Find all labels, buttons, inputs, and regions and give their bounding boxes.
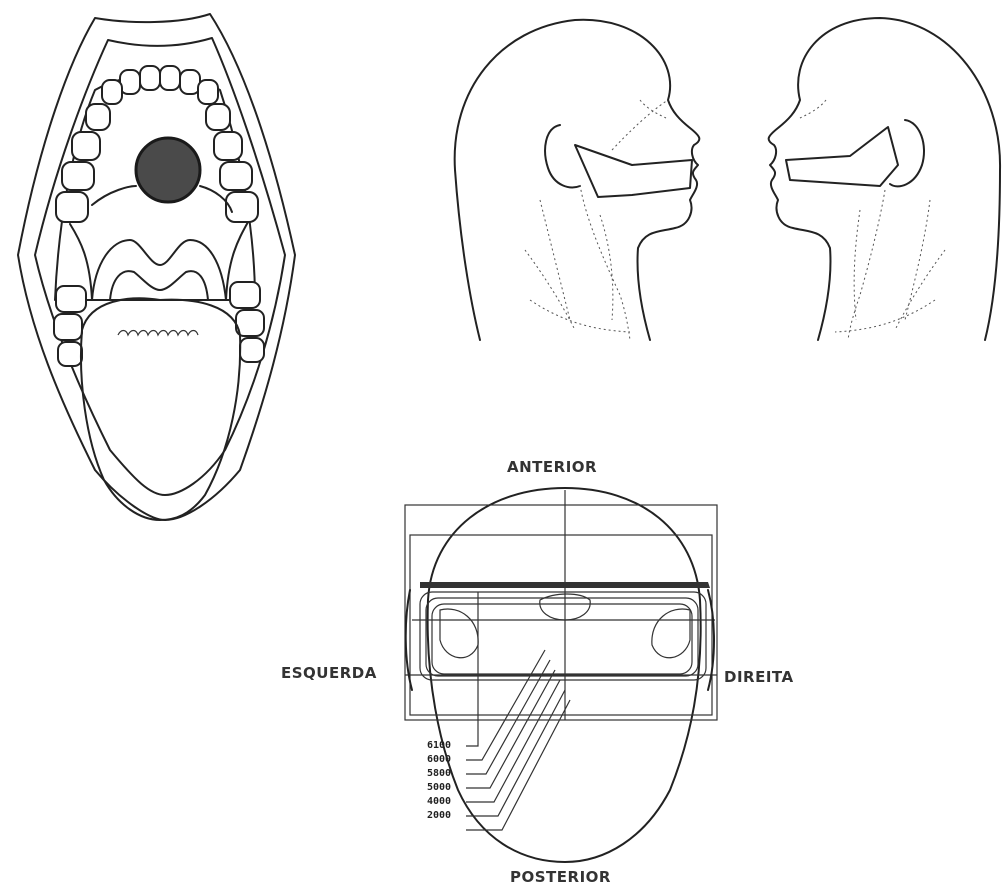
head-lateral-view-right-facing [455, 20, 700, 340]
high-dose-bar [420, 582, 710, 588]
lower-teeth [54, 282, 264, 366]
label-posterior: POSTERIOR [510, 868, 611, 886]
label-left: ESQUERDA [281, 664, 377, 682]
isodose-label: 2000 [427, 810, 451, 821]
isodose-label: 4000 [427, 796, 451, 807]
label-anterior: ANTERIOR [507, 458, 597, 476]
open-mouth-illustration [18, 14, 295, 520]
head-outline-1 [455, 20, 700, 340]
isodose-label: 6100 [427, 740, 451, 751]
isodose-label: 5800 [427, 768, 451, 779]
head-lateral-view-left-facing [769, 18, 1000, 340]
head-outline-2 [769, 18, 1000, 340]
radiation-field-1 [575, 145, 692, 197]
outer-frame [405, 505, 717, 720]
isodose-label: 6000 [427, 754, 451, 765]
radiation-field-2 [786, 127, 898, 186]
label-right: DIREITA [724, 668, 794, 686]
isodose-label: 5000 [427, 782, 451, 793]
inner-lips [35, 38, 285, 495]
isodose-leaders [466, 592, 570, 830]
axial-dose-distribution [405, 488, 717, 862]
ear-1 [545, 125, 580, 187]
tongue-papillae [118, 331, 198, 336]
palatal-lesion-marker [136, 138, 200, 202]
